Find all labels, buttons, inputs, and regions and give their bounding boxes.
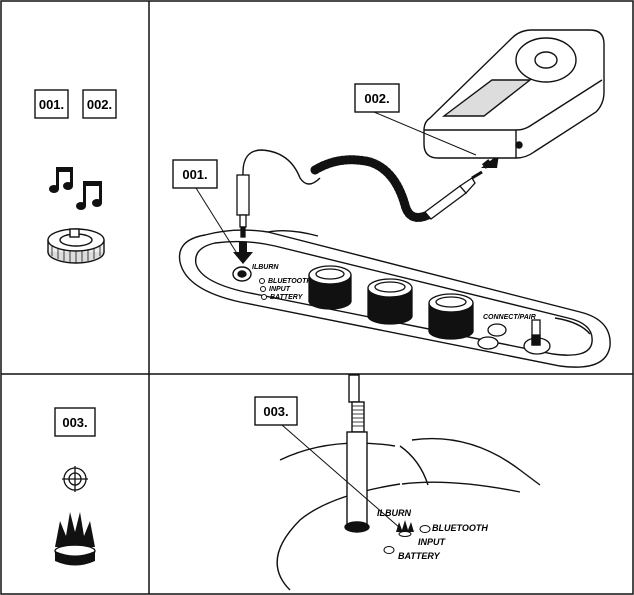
callout-003: 003. — [254, 396, 401, 529]
svg-text:003.: 003. — [263, 404, 288, 419]
aux-cable — [242, 149, 321, 185]
volume-ring-icon — [47, 228, 105, 264]
input-led-glow — [396, 520, 414, 537]
label-box-003: 003. — [54, 407, 96, 437]
label-box-001: 001. — [34, 89, 69, 119]
music-player — [423, 29, 605, 159]
callout-002: 002. — [354, 83, 477, 156]
led-label-bluetooth: BLUETOOTH — [268, 278, 312, 285]
target-icon — [62, 466, 88, 492]
svg-text:003.: 003. — [62, 415, 87, 430]
led-label-input: INPUT — [269, 286, 291, 293]
svg-text:001.: 001. — [182, 167, 207, 182]
aux-plug-bottom — [236, 174, 250, 238]
status-leds-closeup — [383, 525, 431, 554]
knob-3 — [428, 293, 474, 340]
led-label-battery: BATTERY — [270, 294, 304, 301]
pair-buttons — [477, 323, 507, 350]
connect-pair-label: CONNECT/PAIR — [483, 314, 536, 321]
svg-text:001.: 001. — [39, 97, 64, 112]
svg-text:002.: 002. — [364, 91, 389, 106]
status-leds — [259, 278, 267, 300]
coiled-cable — [310, 155, 435, 222]
knob-2 — [367, 278, 413, 325]
brand-label: ILBURN — [252, 264, 279, 271]
brand-label-closeup: ILBURN — [377, 508, 411, 518]
crown-light-icon — [54, 512, 96, 566]
cable-ribbing — [352, 405, 364, 427]
aux-plug-top — [424, 170, 483, 220]
label-box-002: 002. — [82, 89, 117, 119]
power-switch — [523, 319, 551, 355]
music-notes-icon — [49, 167, 102, 210]
led-label-input-closeup: INPUT — [418, 537, 447, 547]
led-label-battery-closeup: BATTERY — [398, 551, 441, 561]
aux-input-jack — [232, 266, 252, 282]
svg-text:002.: 002. — [87, 97, 112, 112]
knob-1 — [308, 265, 352, 310]
callout-001: 001. — [172, 159, 239, 256]
led-label-bluetooth-closeup: BLUETOOTH — [432, 523, 488, 533]
aux-plug-closeup — [344, 374, 370, 533]
